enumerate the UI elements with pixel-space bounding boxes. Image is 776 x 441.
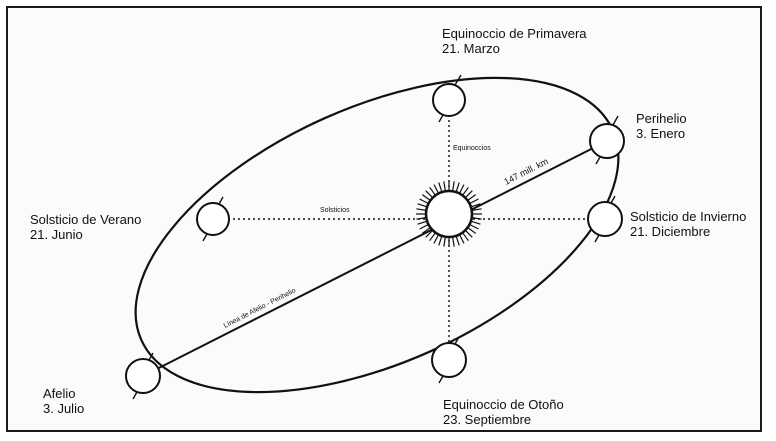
label-aphelion-date: 3. Julio [43,401,85,416]
sun-ray [429,186,436,195]
apsides-line-label: Línea de Afelio - Perihelio [223,287,297,330]
sun-ray [425,190,433,198]
sun-ray [472,217,482,220]
label-aphelion: Afelio 3. Julio [43,386,84,416]
earth-winter-solstice [587,195,623,243]
sun-ray [425,230,433,238]
label-autumn-equinox-name: Equinoccio de Otoño [443,397,564,412]
earth-orbit [134,76,620,394]
sun-ray [443,181,446,191]
sun-ray [438,182,443,192]
earth-perihelion [589,115,625,165]
sun-ray [443,237,446,247]
sun-ray [470,224,479,230]
sun-ray [471,220,481,225]
sun-ray [462,186,469,195]
earth-aphelion [125,352,161,400]
sun-ray [421,227,430,234]
earth-autumn-equinox [431,336,467,384]
label-perihelion-date: 3. Enero [636,126,686,141]
sun-ray [421,194,430,201]
label-summer-solstice-name: Solsticio de Verano [30,212,142,227]
sun-ray [419,198,428,204]
sun-rays [416,181,482,247]
sun-ray [417,220,427,225]
sun-ray [416,217,426,220]
sun-ray [471,203,481,208]
sun-ray [459,235,465,244]
sun-ray [452,181,455,191]
equinox-axis-label: Equinoccios [453,145,491,152]
sun-ray [468,227,477,234]
solstice-axis-label: Solsticios [320,207,350,214]
sun-ray [472,208,482,211]
sun-ray [459,184,465,193]
label-perihelion-name: Perihelio [636,111,687,126]
sun-ray [470,198,479,204]
label-perihelion: Perihelio 3. Enero [636,111,687,141]
sun-ray [465,190,473,198]
sun-ray [416,208,426,211]
sun-ray [465,230,473,238]
sun-ray [452,237,455,247]
label-winter-solstice-name: Solsticio de Invierno [630,209,747,224]
label-winter-solstice: Solsticio de Invierno 21. Diciembre [630,209,746,239]
sun-ray [462,233,469,242]
label-spring-equinox: Equinoccio de Primavera 21. Marzo [442,26,587,56]
sun-ray [433,235,439,244]
sun [424,189,474,239]
sun-ray [438,236,443,246]
apsides-line [142,140,608,377]
earth-summer-solstice [196,196,230,242]
label-aphelion-name: Afelio [43,386,76,401]
earth-spring-equinox [432,74,466,123]
sun-ray [468,194,477,201]
sun-ray [429,233,436,242]
label-spring-equinox-name: Equinoccio de Primavera [442,26,587,41]
label-autumn-equinox-date: 23. Septiembre [443,412,532,427]
sun-ray [419,224,428,230]
label-autumn-equinox: Equinoccio de Otoño 23. Septiembre [443,397,564,427]
label-spring-equinox-date: 21. Marzo [442,41,500,56]
sun-ray [433,184,439,193]
sun-ray [455,236,460,246]
label-summer-solstice: Solsticio de Verano 21. Junio [30,212,141,242]
label-winter-solstice-date: 21. Diciembre [630,224,711,239]
label-summer-solstice-date: 21. Junio [30,227,83,242]
sun-ray [417,203,427,208]
sun-ray [455,182,460,192]
